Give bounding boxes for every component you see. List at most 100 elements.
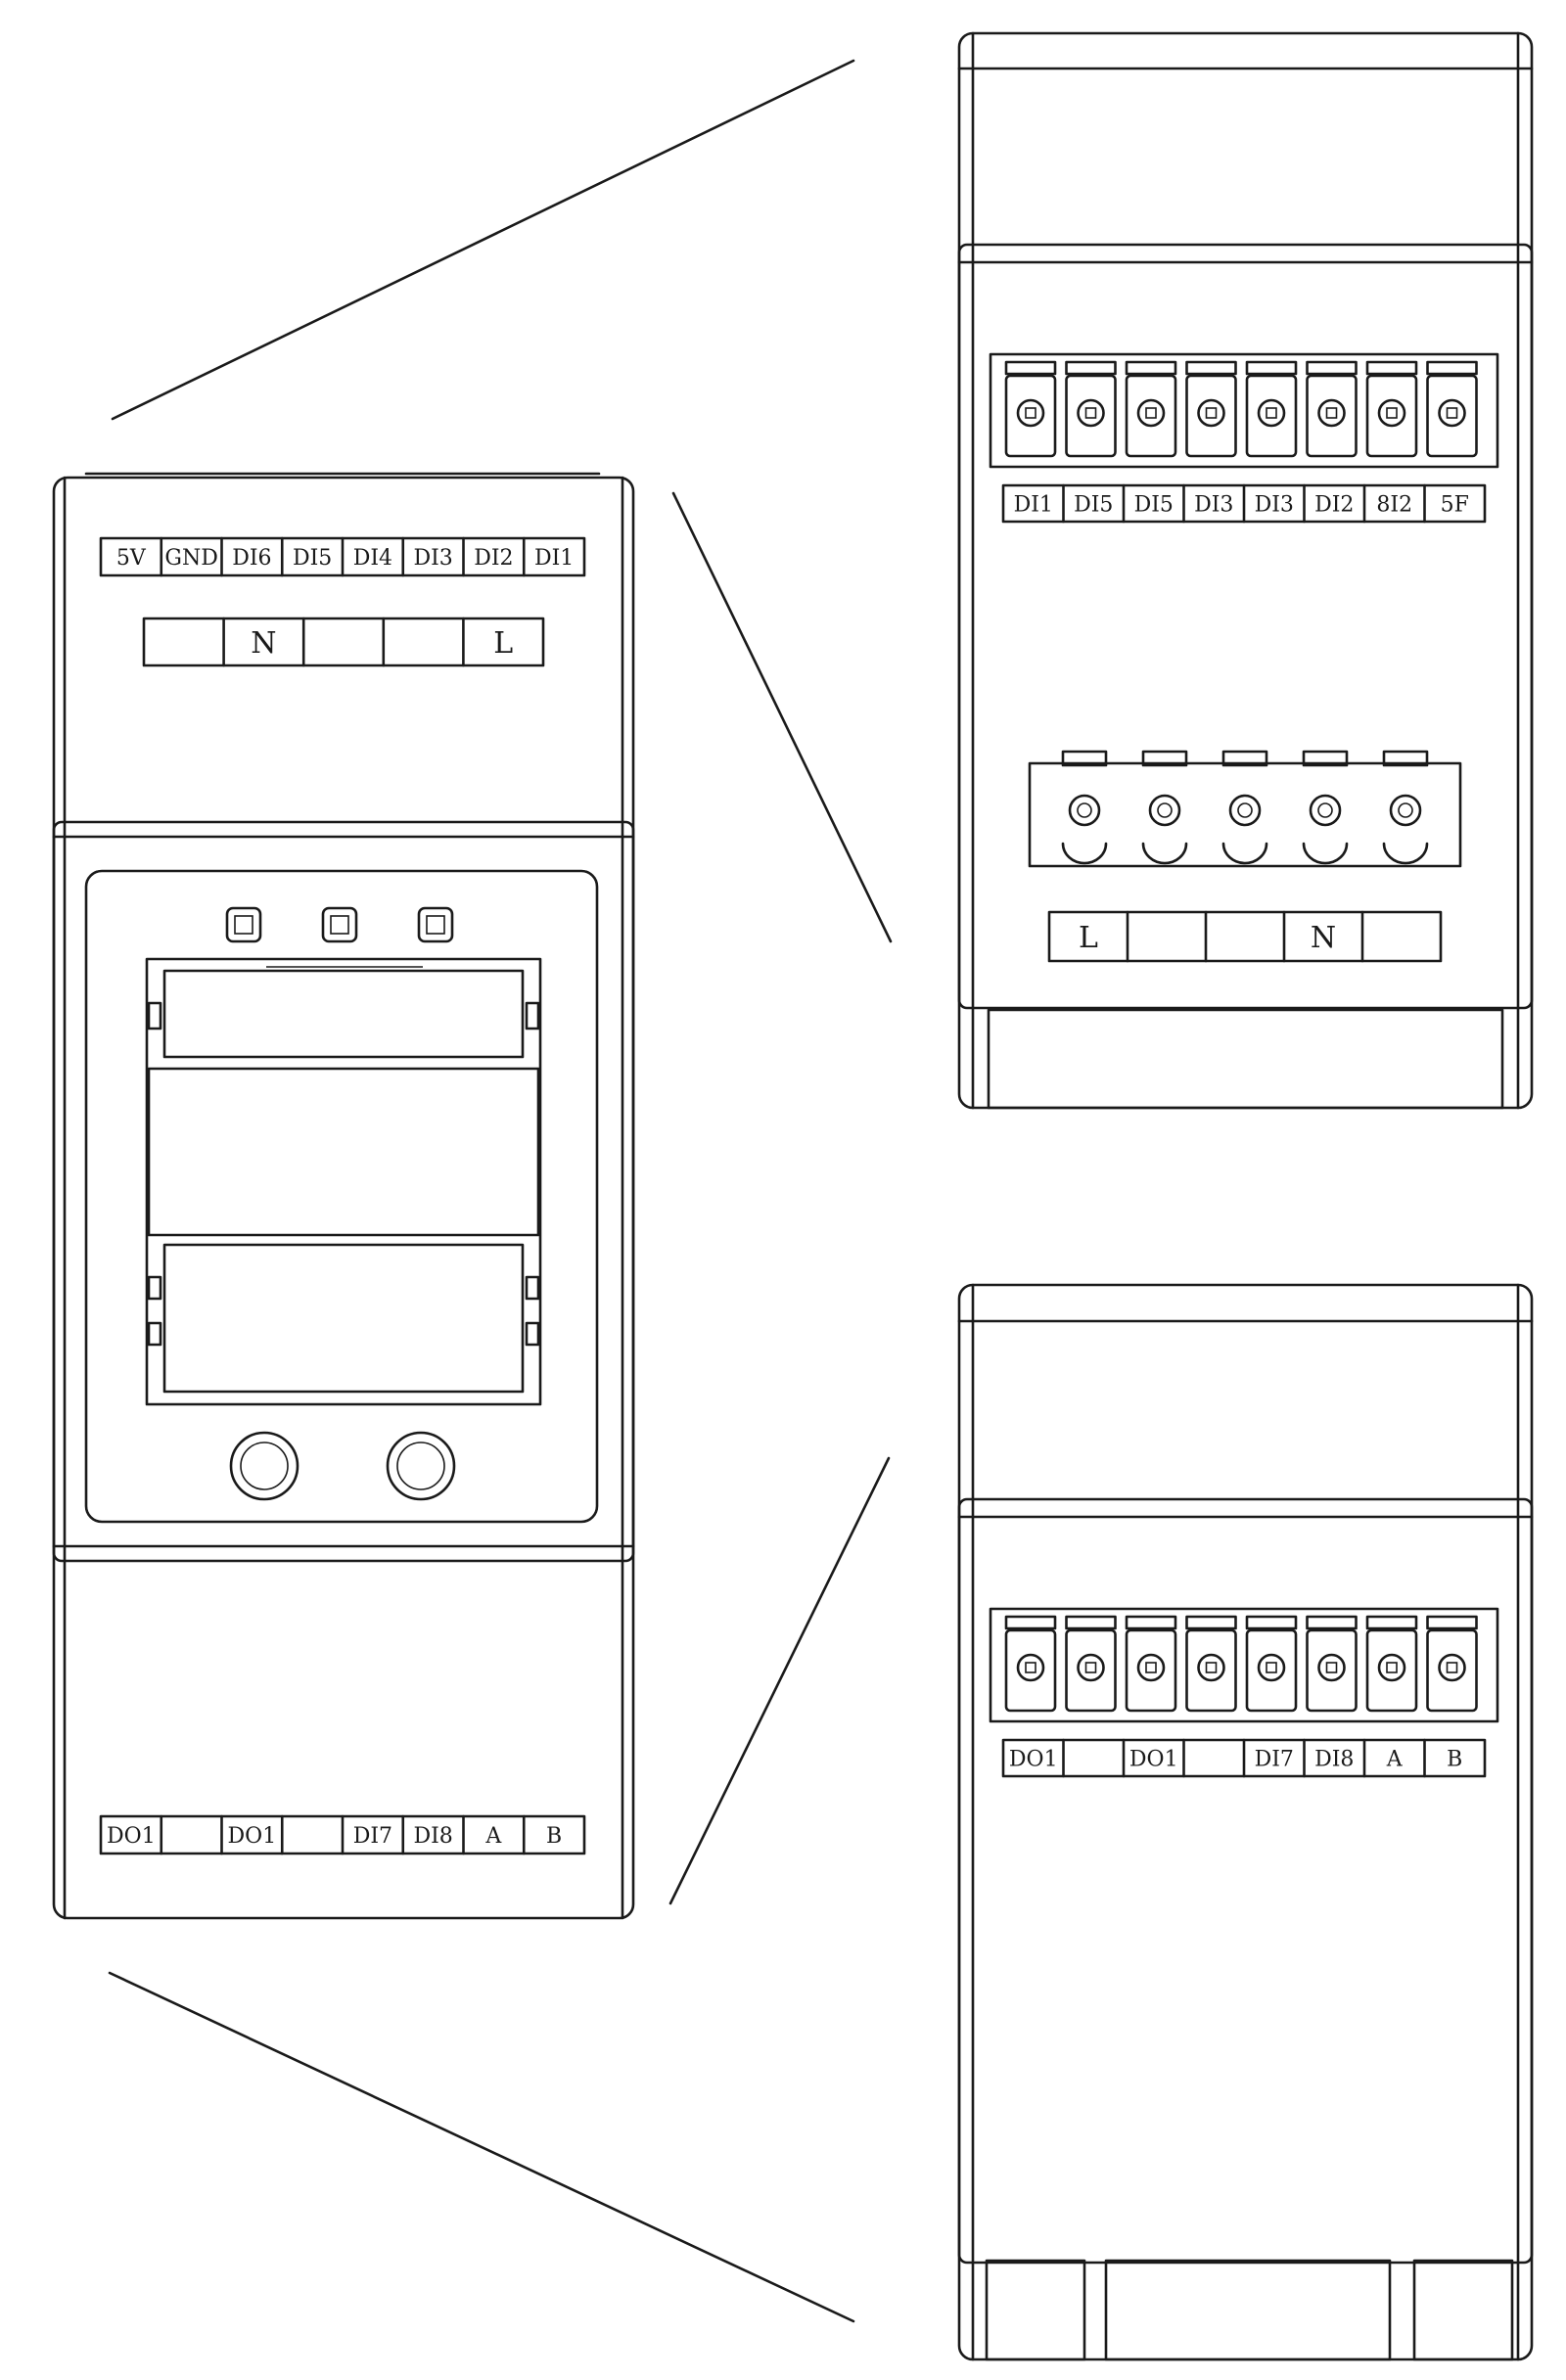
- terminal-screw-icon: [1257, 1653, 1286, 1682]
- bottom-detail-foot-right: [1412, 2259, 1514, 2361]
- terminal-screw-slot: [1386, 407, 1398, 419]
- terminal-screw-icon: [1077, 1653, 1105, 1682]
- terminal-pin: [1306, 1628, 1358, 1713]
- terminal-pin: [1245, 374, 1298, 458]
- bottom-detail-foot-left: [985, 2259, 1086, 2361]
- terminal-screw-icon: [1077, 398, 1105, 428]
- terminal-screw-slot: [1084, 1662, 1097, 1673]
- power-screw-center: [1157, 802, 1173, 818]
- terminal-screw-slot: [1266, 407, 1277, 419]
- terminal-latch: [1125, 1615, 1177, 1630]
- front-top-label: DI4: [353, 546, 392, 571]
- button-left[interactable]: [229, 1431, 299, 1501]
- led-icon: [321, 906, 358, 943]
- power-pin-notch: [1302, 842, 1349, 865]
- top-terminals: [1004, 360, 1478, 458]
- terminal-latch: [1185, 360, 1237, 376]
- power-pin-notch: [1141, 842, 1188, 865]
- front-top-label: DI5: [293, 546, 332, 571]
- terminal-latch: [1426, 360, 1478, 376]
- front-mid-body: [52, 820, 635, 1563]
- terminal-screw-slot: [1325, 1662, 1338, 1673]
- terminal-screw-slot: [1446, 1662, 1458, 1673]
- front-bottom-label: DI7: [353, 1824, 392, 1849]
- terminal-pin: [1065, 374, 1117, 458]
- led-icon: [330, 915, 349, 935]
- terminal-latch: [1306, 1615, 1358, 1630]
- lcd-tab: [147, 1275, 162, 1301]
- front-power-label: L: [493, 626, 513, 661]
- top-detail-body: [957, 243, 1534, 1010]
- power-pin-notch: [1221, 842, 1268, 865]
- terminal-screw-slot: [1386, 1662, 1398, 1673]
- display-panel: [84, 869, 599, 1524]
- power-pin-top: [1382, 750, 1429, 767]
- front-bottom-label: DO1: [107, 1824, 156, 1849]
- bottom-detail-label: DI7: [1255, 1747, 1294, 1771]
- top-detail-label: DI3: [1255, 492, 1294, 517]
- bottom-detail-label: DI8: [1314, 1747, 1354, 1771]
- power-screw-center: [1077, 802, 1092, 818]
- terminal-latch: [1245, 360, 1298, 376]
- terminal-pin: [1185, 1628, 1237, 1713]
- power-screw-icon: [1228, 794, 1262, 827]
- top-detail-label: DI2: [1314, 492, 1354, 517]
- bottom-detail-foot-center: [1104, 2259, 1392, 2361]
- terminal-screw-icon: [1136, 398, 1166, 428]
- lcd-screen: [147, 1067, 540, 1237]
- terminal-latch: [1426, 1615, 1478, 1630]
- terminal-screw-icon: [1377, 398, 1406, 428]
- terminal-pin: [1365, 1628, 1418, 1713]
- front-buttons[interactable]: [229, 1431, 456, 1501]
- terminal-screw-slot: [1025, 407, 1036, 419]
- terminal-screw-slot: [1145, 1662, 1157, 1673]
- top-detail-label: DI1: [1014, 492, 1053, 517]
- bottom-detail-body: [957, 1497, 1534, 2265]
- bottom-terminals: [1004, 1615, 1478, 1713]
- power-pin-notch: [1382, 842, 1429, 865]
- top-detail-bottom-clip: [987, 1008, 1504, 1110]
- front-bottom-label: DO1: [228, 1824, 277, 1849]
- terminal-screw-icon: [1136, 1653, 1166, 1682]
- lcd-display: [145, 957, 542, 1406]
- front-top-label: DI2: [474, 546, 513, 571]
- power-screw-icon: [1389, 794, 1422, 827]
- front-top-label: GND: [164, 546, 217, 571]
- terminal-screw-slot: [1446, 407, 1458, 419]
- lcd-tab: [525, 1321, 540, 1347]
- terminal-screw-icon: [1197, 1653, 1225, 1682]
- front-power-label-strip: [142, 617, 545, 667]
- callout-line-bottom-lower: [108, 1971, 855, 2323]
- front-bottom-label: B: [546, 1824, 562, 1849]
- power-pin-top: [1141, 750, 1188, 767]
- terminal-screw-icon: [1317, 1653, 1346, 1682]
- terminal-latch: [1125, 360, 1177, 376]
- terminal-latch: [1004, 1615, 1057, 1630]
- terminal-screw-slot: [1205, 407, 1218, 419]
- button-left-ring: [240, 1442, 289, 1490]
- front-power-label: N: [251, 626, 276, 661]
- terminal-screw-slot: [1205, 1662, 1218, 1673]
- terminal-pin: [1004, 1628, 1057, 1713]
- terminal-screw-icon: [1438, 398, 1466, 428]
- top-detail-label: DI5: [1074, 492, 1113, 517]
- front-top-label: 5V: [116, 546, 147, 571]
- top-detail-housing: [957, 31, 1534, 1110]
- lcd-tab: [147, 1321, 162, 1347]
- power-label-strip: [1047, 910, 1443, 963]
- power-pin-notch: [1061, 842, 1108, 865]
- button-right[interactable]: [386, 1431, 456, 1501]
- callout-line-bottom-upper: [668, 1456, 891, 1905]
- terminal-pin: [1185, 374, 1237, 458]
- terminal-latch: [1365, 1615, 1418, 1630]
- front-top-label: DI1: [534, 546, 574, 571]
- bottom-detail-housing: [957, 1283, 1534, 2361]
